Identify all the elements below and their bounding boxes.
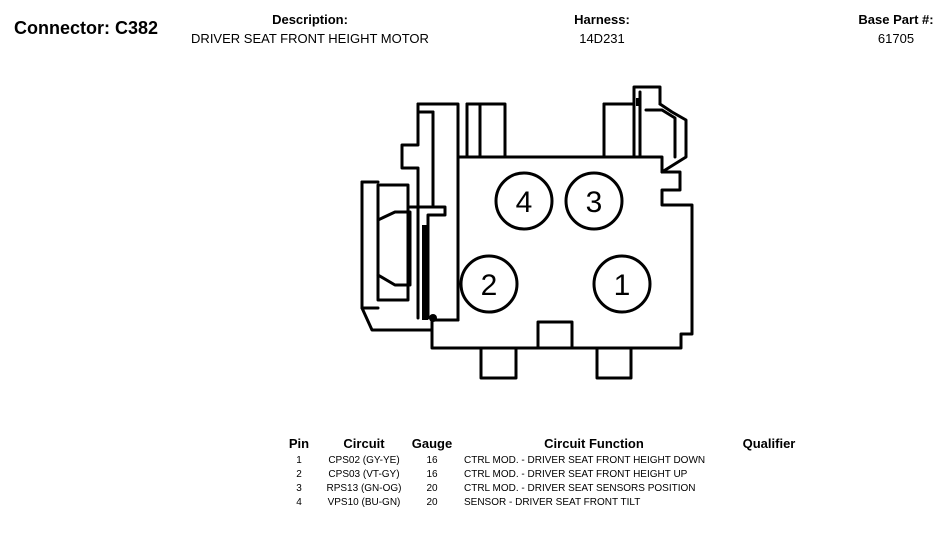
cell-gauge: 16	[426, 455, 438, 466]
cell-pin: 2	[296, 469, 302, 480]
description-block: Description: DRIVER SEAT FRONT HEIGHT MO…	[180, 12, 440, 46]
cell-pin: 1	[296, 455, 302, 466]
cell-pin: 3	[296, 483, 302, 494]
table-row: 3 RPS13 (GN-OG) 20 CTRL MOD. - DRIVER SE…	[280, 482, 814, 496]
connector-latch-left	[416, 102, 460, 159]
pin-number-3: 3	[586, 186, 603, 219]
description-value: DRIVER SEAT FRONT HEIGHT MOTOR	[191, 31, 429, 46]
cell-pin: 4	[296, 497, 302, 508]
cell-function: CTRL MOD. - DRIVER SEAT FRONT HEIGHT DOW…	[464, 455, 706, 466]
cell-circuit: CPS03 (VT-GY)	[328, 469, 400, 480]
cell-gauge: 20	[426, 483, 438, 494]
cell-circuit: CPS02 (GY-YE)	[328, 455, 400, 466]
pin-cavity-1	[592, 254, 652, 314]
harness-block: Harness: 14D231	[552, 12, 652, 46]
cell-function: SENSOR - DRIVER SEAT FRONT TILT	[464, 497, 641, 508]
cell-qualifier	[724, 468, 814, 482]
connector-top-tab-right	[602, 85, 662, 106]
cell-gauge: 20	[426, 497, 438, 508]
cell-function: CTRL MOD. - DRIVER SEAT FRONT HEIGHT UP	[464, 469, 688, 480]
connector-foot-left	[479, 346, 518, 380]
connector-clip-left	[376, 183, 410, 302]
cell-circuit: RPS13 (GN-OG)	[326, 483, 402, 494]
pin-table-header: Pin Circuit Gauge Circuit Function Quali…	[280, 436, 814, 454]
col-qualifier: Qualifier	[742, 436, 796, 451]
cell-function: CTRL MOD. - DRIVER SEAT SENSORS POSITION	[464, 483, 696, 494]
connector-key	[536, 320, 574, 350]
cell-qualifier	[724, 454, 814, 468]
col-circuit-function: Circuit Function	[544, 436, 644, 451]
connector-top-tab-left	[465, 102, 507, 159]
connector-title: Connector: C382	[14, 18, 159, 38]
pin-cavity-4	[494, 171, 554, 231]
description-label: Description:	[272, 12, 348, 27]
base-part-block: Base Part #: 61705	[846, 12, 946, 46]
cell-qualifier	[724, 496, 814, 510]
col-gauge: Gauge	[411, 436, 453, 451]
harness-label: Harness:	[574, 12, 630, 27]
base-part-label: Base Part #:	[858, 12, 934, 27]
cell-gauge: 16	[426, 469, 438, 480]
connector-housing	[430, 155, 694, 350]
cell-circuit: VPS10 (BU-GN)	[327, 497, 401, 508]
table-row: 4 VPS10 (BU-GN) 20 SENSOR - DRIVER SEAT …	[280, 496, 814, 510]
pin-cavity-3	[564, 171, 624, 231]
connector-latch-bar	[422, 225, 428, 320]
harness-value: 14D231	[579, 31, 625, 46]
table-row: 1 CPS02 (GY-YE) 16 CTRL MOD. - DRIVER SE…	[280, 454, 814, 468]
pin-number-1: 1	[614, 269, 631, 302]
cell-qualifier	[724, 482, 814, 496]
table-row: 2 CPS03 (VT-GY) 16 CTRL MOD. - DRIVER SE…	[280, 468, 814, 482]
pin-number-4: 4	[516, 186, 533, 219]
pin-cavity-2	[459, 254, 519, 314]
col-circuit: Circuit	[343, 436, 385, 451]
pin-table: Pin Circuit Gauge Circuit Function Quali…	[280, 436, 814, 510]
connector-foot-right	[595, 346, 633, 380]
base-part-value: 61705	[877, 31, 915, 46]
pin-number-2: 2	[481, 269, 498, 302]
col-pin: Pin	[288, 436, 310, 451]
